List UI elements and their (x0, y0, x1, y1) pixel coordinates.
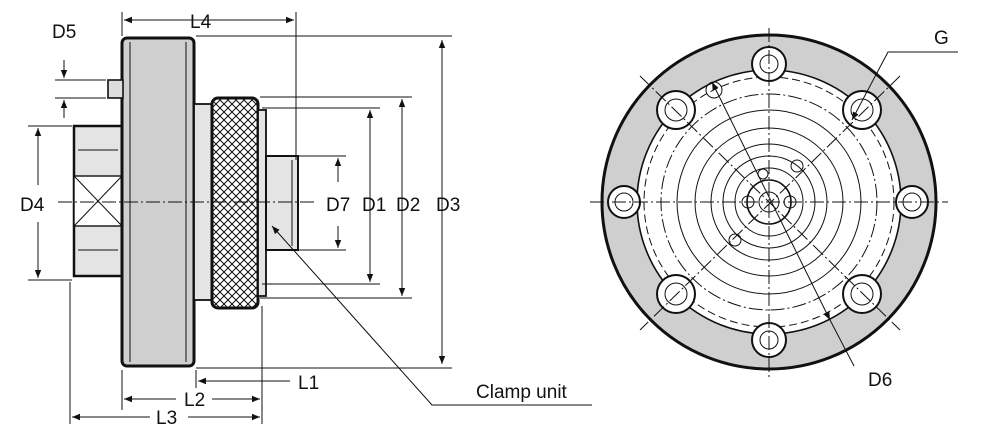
label-d1: D1 (362, 195, 386, 216)
pin (107, 79, 124, 99)
label-l2: L2 (184, 390, 205, 411)
label-d2: D2 (396, 195, 420, 216)
bolt-hole (842, 90, 882, 130)
label-clamp-unit: Clamp unit (476, 382, 568, 403)
label-d7: D7 (326, 195, 350, 216)
label-l3: L3 (156, 408, 177, 429)
shaft (265, 155, 299, 251)
side-view (28, 12, 592, 424)
label-d5: D5 (52, 22, 76, 43)
bolt-hole (842, 274, 882, 314)
clamp-ring (210, 96, 260, 310)
label-g: G (934, 28, 949, 49)
label-d4: D4 (20, 195, 45, 216)
front-view (590, 28, 958, 378)
side-view-labels: L4 D5 D4 D7 D1 D2 D3 L1 L2 L3 Clamp unit (20, 12, 568, 429)
clamp-plate (257, 109, 267, 297)
front-view-labels: G D6 (868, 28, 949, 391)
label-d6: D6 (868, 370, 892, 391)
bolt-hole (656, 90, 696, 130)
label-l1: L1 (298, 373, 319, 394)
label-d3: D3 (436, 195, 460, 216)
label-l4: L4 (190, 12, 212, 33)
